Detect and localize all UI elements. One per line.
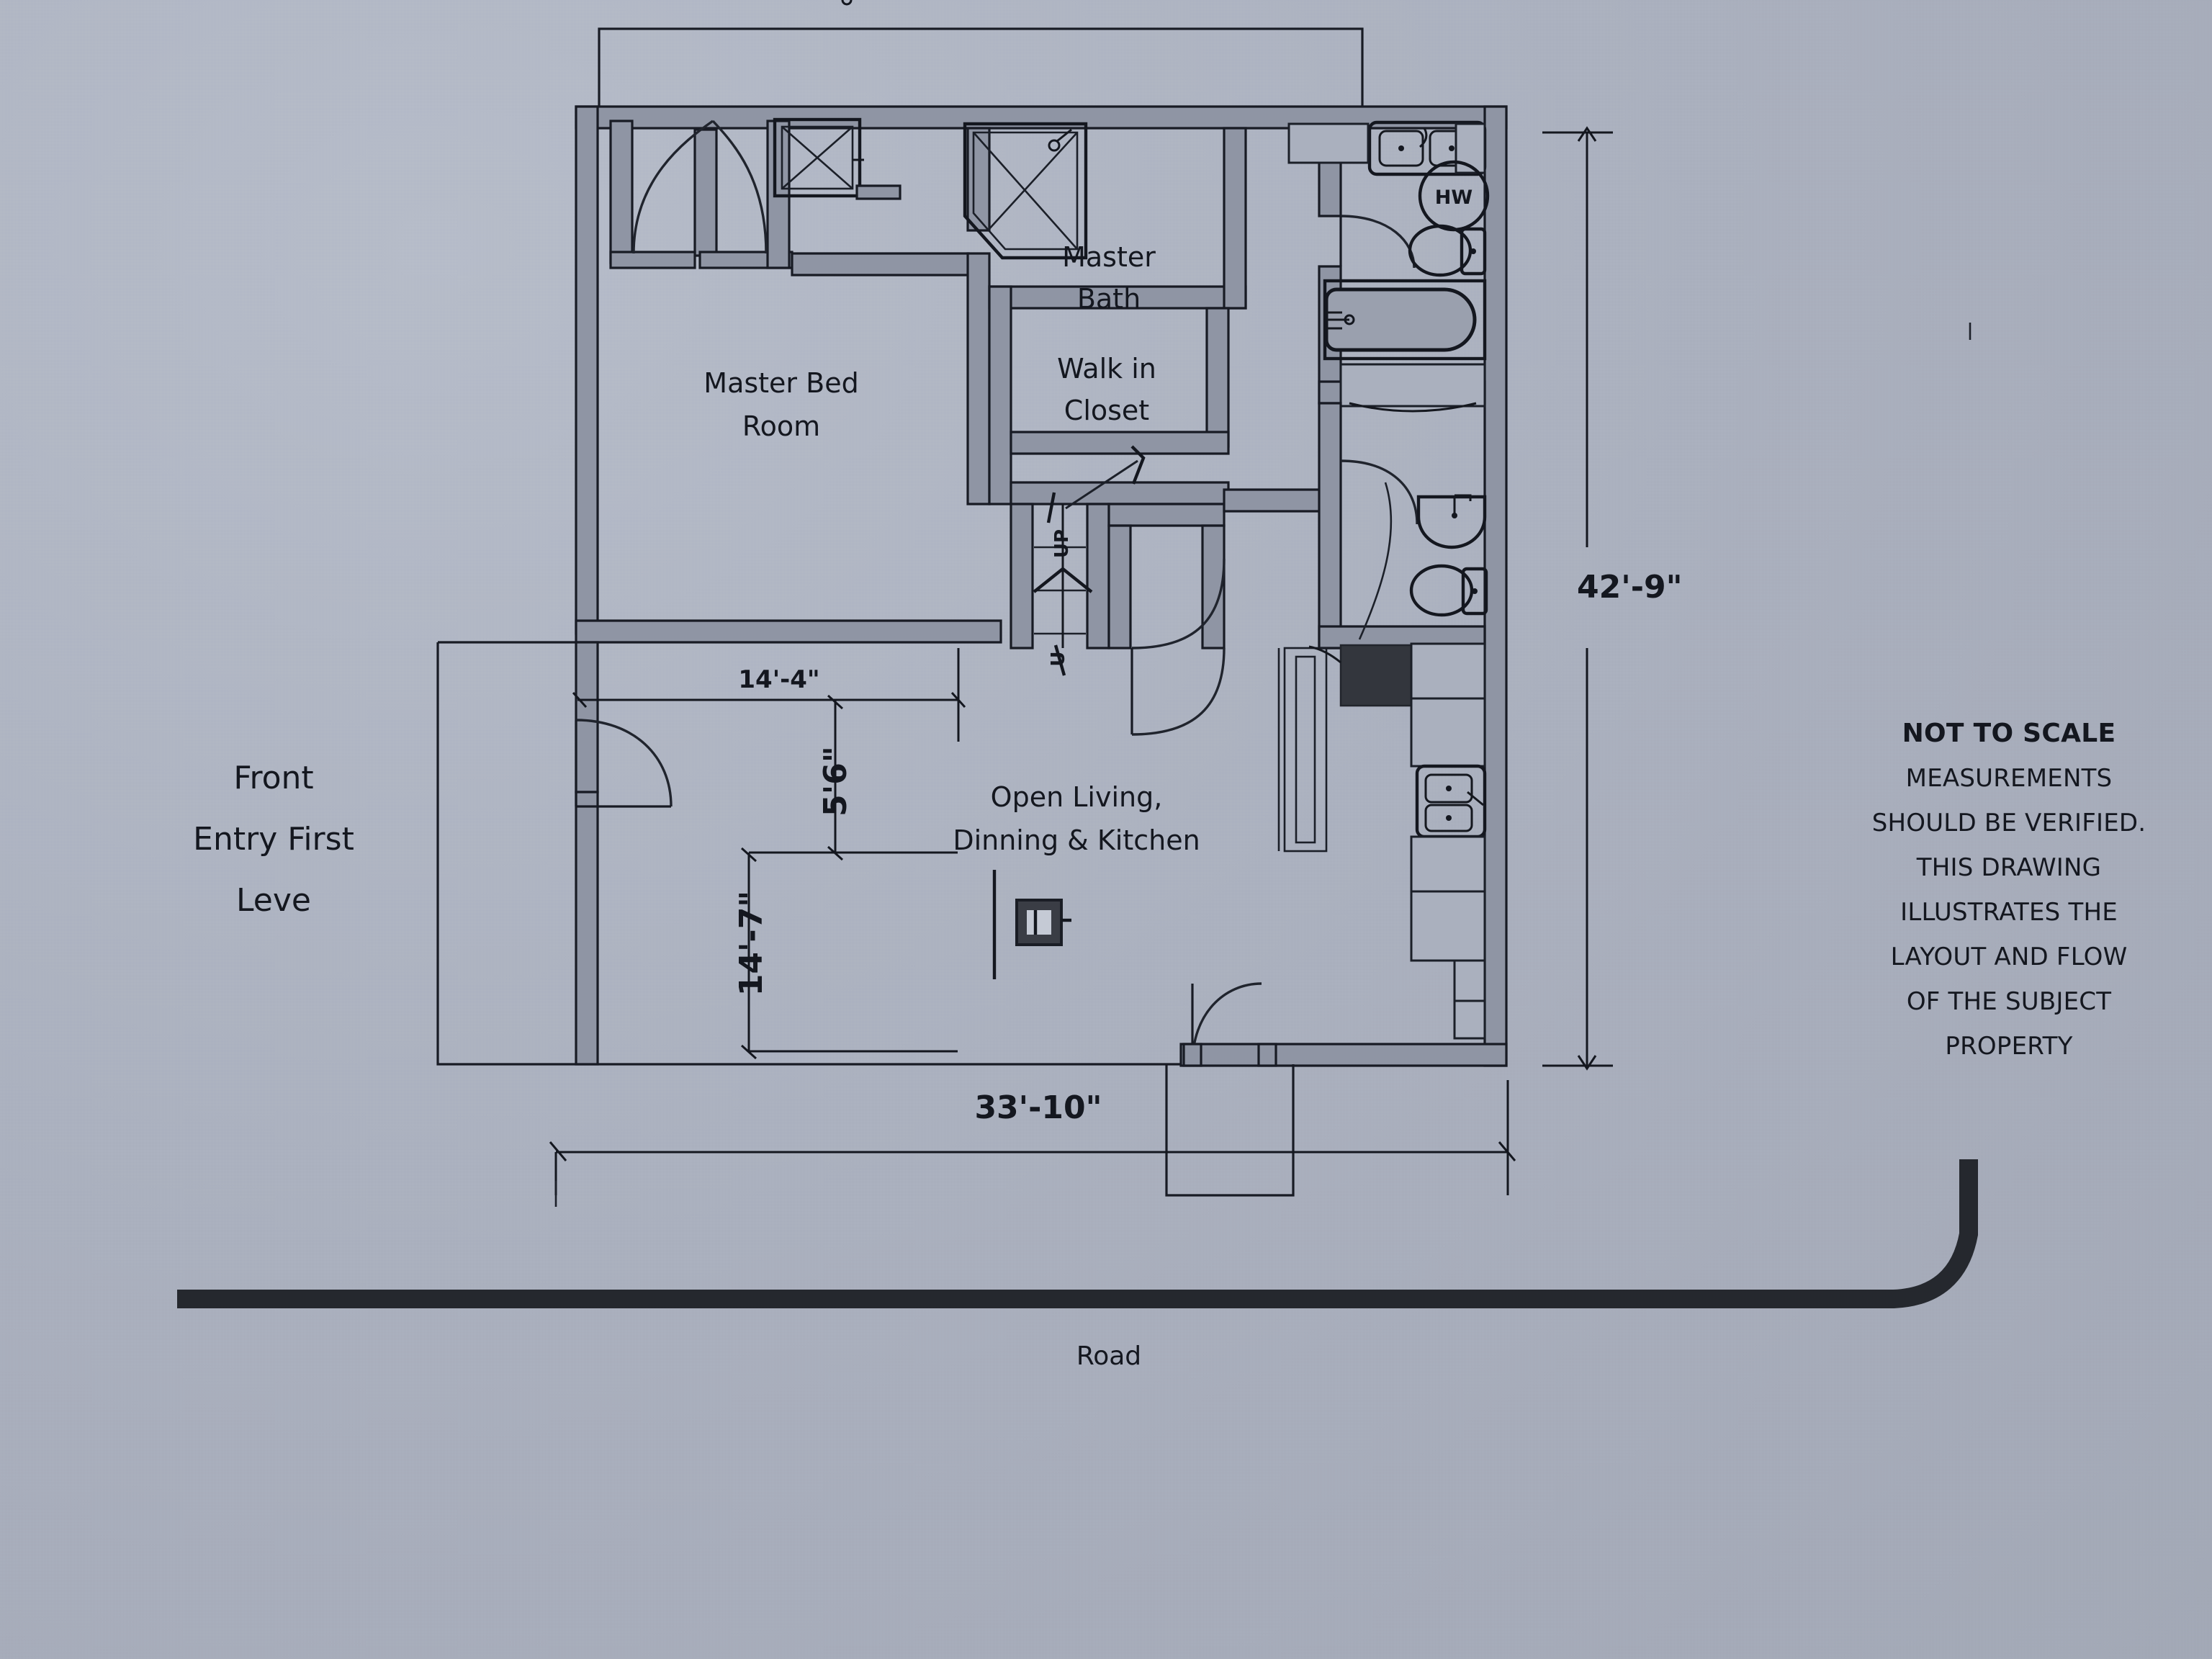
room-label-open-living-line2: Dinning & Kitchen xyxy=(953,824,1200,856)
stair-up-label: UP xyxy=(1051,529,1073,558)
title-block-line-2: Entry First xyxy=(193,821,354,858)
disclaimer-line-6: OF THE SUBJECT xyxy=(1907,987,2111,1016)
svg-text:HW: HW xyxy=(1435,186,1473,209)
dimension-hall-depth: 5'6" xyxy=(817,746,854,817)
upper-porch-outline xyxy=(598,27,1364,115)
bath-toilet-lower xyxy=(1409,564,1488,617)
dimension-overall-depth: 42'-9" xyxy=(1577,569,1683,606)
room-label-open-living-line1: Open Living, xyxy=(991,781,1163,813)
living-fixture xyxy=(992,870,1071,979)
title-block-line-3: Leve xyxy=(236,882,311,919)
water-heater: HW xyxy=(1418,160,1490,232)
room-label-master-bedroom-line2: Room xyxy=(742,410,820,442)
disclaimer-block: NOT TO SCALE MEASUREMENTS SHOULD BE VERI… xyxy=(1872,719,2146,1061)
room-label-master-bath-line2: Bath xyxy=(1077,283,1141,315)
walk-in-closet-walls xyxy=(988,285,1230,505)
stray-marks xyxy=(554,323,1972,1207)
room-label-master-bedroom-line1: Master Bed xyxy=(703,367,858,399)
annotation-labels: UP U Road xyxy=(1048,529,1141,1371)
room-label-walk-in-closet-line1: Walk in xyxy=(1057,353,1156,385)
room-labels: Master Bed Room Master Bath Walk in Clos… xyxy=(703,241,1200,856)
stair-up-label-secondary: U xyxy=(1048,651,1069,666)
master-bedroom-walls xyxy=(609,120,793,269)
disclaimer-line-1: MEASUREMENTS xyxy=(1906,764,2113,793)
bathtub xyxy=(1323,279,1487,361)
master-shower xyxy=(963,122,1088,260)
dimension-labels: 33'-10" 42'-9" 14'-4" 5'6" 14'-7" xyxy=(733,569,1683,1126)
room-label-master-bath-line1: Master xyxy=(1062,241,1156,273)
disclaimer-line-3: THIS DRAWING xyxy=(1916,853,2101,882)
rear-entry-porch xyxy=(1165,982,1295,1197)
bedroom-shower xyxy=(773,0,902,200)
disclaimer-line-4: ILLUSTRATES THE xyxy=(1900,898,2118,927)
road-graphic xyxy=(177,1159,1978,1308)
title-block-line-1: Front xyxy=(233,760,313,796)
room-label-walk-in-closet-line2: Closet xyxy=(1064,395,1149,426)
living-area-walls xyxy=(575,641,673,1066)
dimension-overall-width: 33'-10" xyxy=(974,1089,1102,1126)
disclaimer-heading: NOT TO SCALE xyxy=(1902,719,2116,748)
hallway-and-stairs xyxy=(1010,445,1146,676)
kitchen xyxy=(1277,642,1487,1040)
laundry-counter xyxy=(1339,363,1486,413)
bath-toilet-upper xyxy=(1408,224,1487,277)
dimension-interior-width: 14'-4" xyxy=(738,665,819,694)
title-block: Front Entry First Leve xyxy=(193,760,354,919)
dimension-living-depth: 14'-7" xyxy=(733,891,770,997)
disclaimer-line-5: LAYOUT AND FLOW xyxy=(1891,943,2128,971)
disclaimer-line-2: SHOULD BE VERIFIED. xyxy=(1872,809,2146,837)
road-label: Road xyxy=(1076,1341,1141,1371)
center-partitions xyxy=(1107,488,1341,736)
disclaimer-line-7: PROPERTY xyxy=(1945,1032,2072,1061)
upper-double-sink xyxy=(1287,120,1487,176)
pedestal-sink xyxy=(1416,494,1487,549)
